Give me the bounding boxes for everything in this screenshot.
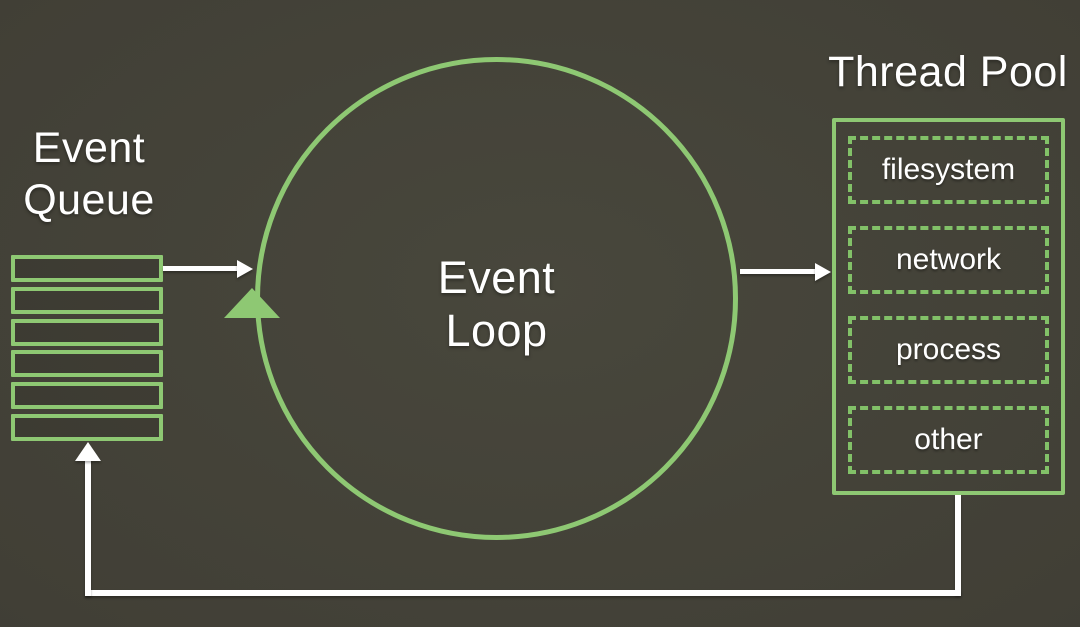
thread-pool-box: filesystem network process other	[832, 118, 1065, 495]
feedback-line-right	[955, 495, 961, 595]
feedback-line-left	[85, 459, 91, 596]
queue-item	[11, 350, 163, 378]
thread-pool-item-other: other	[848, 406, 1049, 474]
queue-item	[11, 286, 163, 314]
event-queue-stack	[11, 255, 163, 441]
queue-item	[11, 382, 163, 410]
queue-item	[11, 318, 163, 346]
up-triangle-icon	[224, 288, 280, 318]
arrow-queue-to-loop-line	[163, 266, 239, 271]
thread-pool-item-filesystem: filesystem	[848, 136, 1049, 204]
up-arrow-icon	[75, 442, 101, 461]
right-arrow-icon	[237, 260, 253, 278]
right-arrow-icon	[815, 263, 831, 281]
feedback-line-bottom	[85, 590, 961, 596]
event-loop-circle: Event Loop	[255, 57, 738, 540]
event-loop-label: Event Loop	[437, 251, 556, 356]
queue-item	[11, 413, 163, 441]
thread-pool-item-network: network	[848, 226, 1049, 294]
thread-pool-item-process: process	[848, 316, 1049, 384]
queue-item	[11, 255, 163, 282]
arrow-loop-to-threadpool-line	[740, 269, 816, 274]
thread-pool-label: Thread Pool	[828, 48, 1068, 96]
event-queue-label: Event Queue	[23, 124, 155, 224]
